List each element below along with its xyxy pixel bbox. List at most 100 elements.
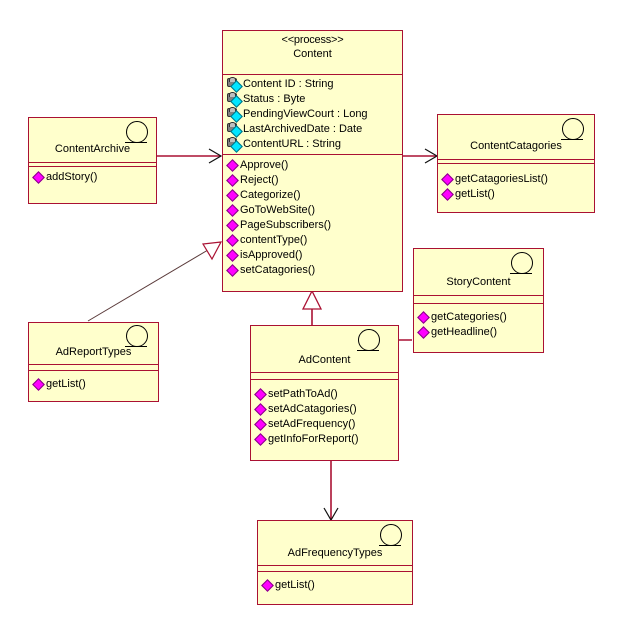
attribute-row: Content ID : String — [223, 77, 402, 93]
operation-icon — [261, 578, 274, 592]
operation-label: Reject() — [240, 174, 279, 186]
attribute-row: Status : Byte — [223, 92, 402, 108]
operation-row: getList() — [438, 187, 594, 202]
operation-label: Approve() — [240, 159, 289, 171]
operation-label: getList() — [455, 188, 495, 200]
class-name: Content — [293, 48, 332, 60]
operation-icon — [226, 188, 239, 202]
attribute-icon — [227, 137, 243, 153]
connector-adcontent-to-adfrequencytypes[interactable] — [323, 461, 339, 522]
operation-row: Reject() — [223, 173, 402, 188]
class-header-contentarchive: ContentArchive — [29, 118, 156, 163]
class-name: ContentArchive — [54, 143, 131, 155]
operation-icon — [254, 387, 267, 401]
operation-row: GoToWebSite() — [223, 203, 402, 218]
operation-row: contentType() — [223, 233, 402, 248]
attribute-label: ContentURL : String — [243, 138, 342, 150]
class-box-adreporttypes[interactable]: AdReportTypes getList() — [28, 322, 159, 402]
operation-row: getList() — [29, 377, 158, 392]
operation-row: getInfoForReport() — [251, 432, 398, 447]
operation-label: setCatagories() — [240, 264, 316, 276]
operation-icon — [254, 417, 267, 431]
operation-icon — [226, 233, 239, 247]
connector-content-to-contentcatagories[interactable] — [403, 148, 439, 164]
operation-row: getCatagoriesList() — [438, 172, 594, 187]
operation-row: PageSubscribers() — [223, 218, 402, 233]
interface-lollipop-icon — [124, 325, 150, 351]
class-box-storycontent[interactable]: StoryContent getCategories() getHeadline… — [413, 248, 544, 353]
interface-lollipop-icon — [560, 118, 586, 144]
operation-icon — [417, 325, 430, 339]
class-box-contentcatagories[interactable]: ContentCatagories getCatagoriesList() ge… — [437, 114, 595, 213]
class-attributes-empty — [251, 373, 398, 380]
operation-label: GoToWebSite() — [240, 204, 315, 216]
class-name: AdFrequencyTypes — [287, 547, 383, 559]
operation-row: isApproved() — [223, 248, 402, 263]
operation-icon — [226, 173, 239, 187]
class-name: StoryContent — [446, 276, 511, 288]
attribute-label: PendingViewCourt : Long — [243, 108, 368, 120]
operation-label: getCatagoriesList() — [455, 173, 548, 185]
class-box-contentarchive[interactable]: ContentArchive addStory() — [28, 117, 157, 204]
operation-label: getList() — [275, 579, 315, 591]
operation-label: contentType() — [240, 234, 308, 246]
operation-label: isApproved() — [240, 249, 303, 261]
connector-adreporttypes-to-content[interactable] — [87, 241, 223, 322]
operation-label: getInfoForReport() — [268, 433, 359, 445]
operation-icon — [32, 377, 45, 391]
operation-icon — [441, 187, 454, 201]
operation-icon — [441, 172, 454, 186]
operation-icon — [226, 218, 239, 232]
class-attributes-empty — [438, 160, 594, 164]
operation-label: Categorize() — [240, 189, 301, 201]
class-name: AdReportTypes — [55, 346, 132, 358]
operation-label: getList() — [46, 378, 86, 390]
class-box-adfrequencytypes[interactable]: AdFrequencyTypes getList() — [257, 520, 413, 605]
operation-icon — [226, 263, 239, 277]
connector-contentarchive-to-content[interactable] — [157, 148, 223, 164]
operation-row: getList() — [258, 578, 412, 593]
operation-row: getCategories() — [414, 310, 543, 325]
class-operations-content: Approve() Reject() Categorize() GoToWebS… — [223, 155, 402, 281]
operation-label: setPathToAd() — [268, 388, 338, 400]
class-box-adcontent[interactable]: AdContent setPathToAd() setAdCatagories(… — [250, 325, 399, 461]
operation-icon — [254, 402, 267, 416]
operation-row: setCatagories() — [223, 263, 402, 278]
interface-lollipop-icon — [356, 329, 382, 355]
attribute-icon — [227, 122, 243, 138]
operation-icon — [254, 432, 267, 446]
class-name: AdContent — [298, 354, 351, 366]
attribute-icon — [227, 107, 243, 123]
connector-adcontent-to-content[interactable] — [301, 289, 323, 325]
operation-icon — [417, 310, 430, 324]
attribute-icon — [227, 92, 243, 108]
operation-row: Categorize() — [223, 188, 402, 203]
class-operations-storycontent: getCategories() getHeadline() — [414, 304, 543, 343]
attribute-label: Content ID : String — [243, 78, 334, 90]
operation-label: getHeadline() — [431, 326, 498, 338]
attribute-label: Status : Byte — [243, 93, 306, 105]
class-attributes-empty — [258, 566, 412, 572]
class-attributes-content: Content ID : String Status : Byte Pendin… — [223, 75, 402, 155]
class-operations-contentcatagories: getCatagoriesList() getList() — [438, 164, 594, 205]
class-header-content: <<process>> Content — [223, 31, 402, 75]
operation-icon — [226, 158, 239, 172]
operation-label: setAdFrequency() — [268, 418, 356, 430]
class-header-adcontent: AdContent — [251, 326, 398, 373]
class-box-content[interactable]: <<process>> Content Content ID : String … — [222, 30, 403, 292]
operation-label: setAdCatagories() — [268, 403, 357, 415]
operation-label: PageSubscribers() — [240, 219, 332, 231]
attribute-row: ContentURL : String — [223, 137, 402, 153]
class-attributes-empty — [29, 163, 156, 167]
operation-row: addStory() — [29, 170, 156, 185]
interface-lollipop-icon — [124, 121, 150, 147]
interface-lollipop-icon — [378, 524, 404, 550]
class-stereotype: <<process>> — [281, 34, 344, 46]
operation-icon — [32, 170, 45, 184]
operation-row: setPathToAd() — [251, 387, 398, 402]
class-operations-contentarchive: addStory() — [29, 167, 156, 188]
operation-icon — [226, 203, 239, 217]
class-header-adreporttypes: AdReportTypes — [29, 323, 158, 365]
interface-lollipop-icon — [509, 252, 535, 278]
class-operations-adreporttypes: getList() — [29, 371, 158, 395]
